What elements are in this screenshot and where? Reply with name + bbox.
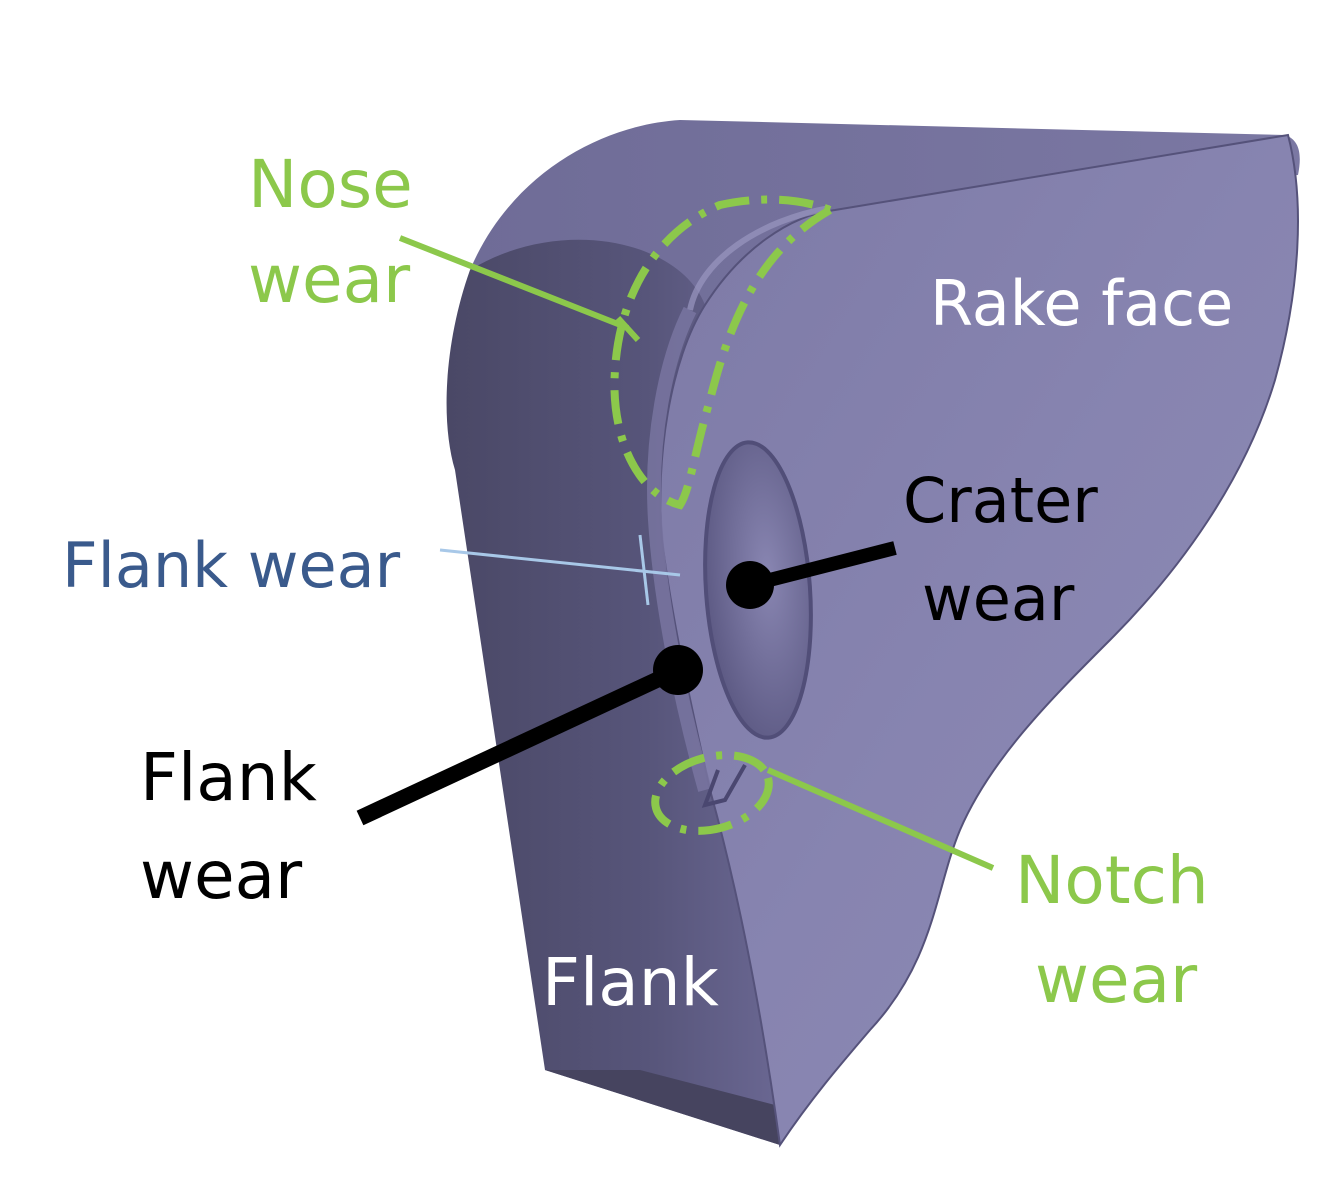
notch-wear-label-line2: wear [1035,941,1198,1018]
nose-wear-label-line2: wear [248,241,411,318]
nose-wear-leader-tick [615,315,641,343]
nose-wear-leader [398,235,630,331]
cutting-edge-highlight [687,205,831,311]
tool-top-face [470,120,1300,305]
flank-wear-blue-label: Flank wear [62,529,401,602]
flank-wear-blue-leader [439,548,681,577]
flank-label: Flank [542,944,720,1021]
nose-wear-label-line1: Nose [248,146,413,223]
nose-wear-annotation: Nose wear [248,146,840,510]
notch-mark [701,764,747,808]
tool-flank-face [545,1070,780,1145]
crater-wear-dot [726,561,774,609]
notch-wear-label-line1: Notch [1015,842,1209,919]
flank-wear-label-line2: wear [140,837,303,914]
notch-wear-outline [651,751,773,835]
crater-wear-leader [748,541,897,592]
nose-wear-outline [610,195,840,510]
flank-wear-blue-annotation: Flank wear [62,529,681,606]
flank-wear-leader [356,662,682,826]
flank-wear-land [647,306,712,792]
flank-wear-dot [653,645,703,695]
flank-wear-label-line1: Flank [140,739,318,816]
notch-wear-annotation: Notch wear [651,751,1209,1018]
notch-wear-leader [766,767,995,871]
flank-wear-annotation: Flank wear [140,645,703,914]
flank-wear-blue-tick [638,534,650,606]
rake-face-label: Rake face [930,267,1233,340]
crater-wear-label-line2: wear [922,562,1075,635]
crater-wear-label-line1: Crater [903,464,1098,537]
crater-wear-annotation: Crater wear [726,464,1098,635]
